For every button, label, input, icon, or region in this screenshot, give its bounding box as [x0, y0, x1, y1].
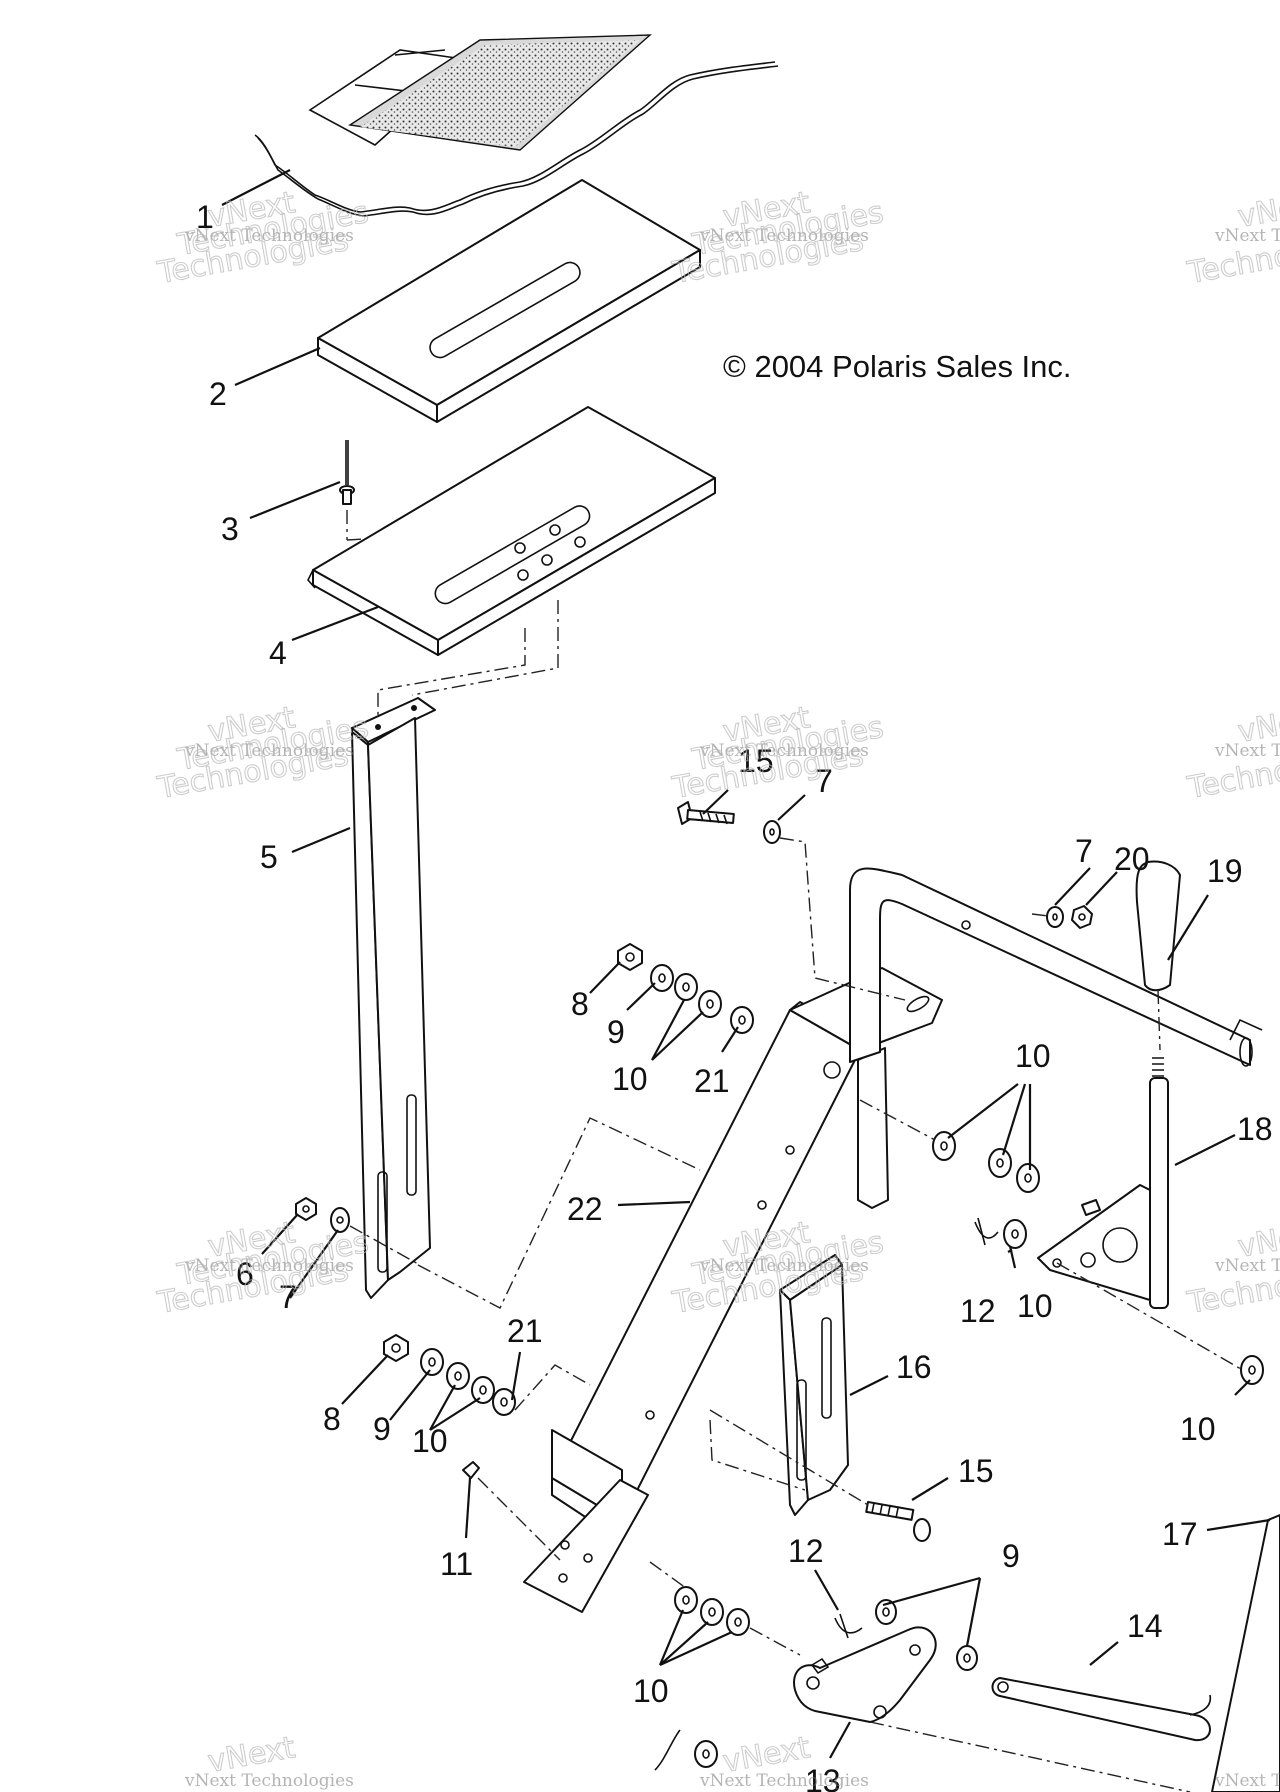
callout-22: 22 [567, 1191, 603, 1227]
watermark: vNext vNext Technologies Technologies [1184, 185, 1280, 292]
hardware-bolt-lower [709, 1409, 931, 1542]
watermark: vNext vNext Technologies [699, 1730, 869, 1791]
callout-17: 17 [1162, 1516, 1198, 1552]
hardware-handle-nuts [1031, 905, 1093, 929]
callout-21-lower: 21 [507, 1313, 543, 1349]
part-seat-cover [254, 34, 779, 217]
svg-text:vNext Technologies: vNext Technologies [184, 226, 354, 246]
watermark: vNext vNext Technologies Technologies Te… [154, 1215, 372, 1322]
callout-7: 7 [279, 1279, 297, 1315]
leader-lines [221, 169, 1271, 1759]
callout-5: 5 [260, 839, 278, 875]
part-seat-base [307, 406, 716, 656]
callout-10-bottom: 10 [633, 1673, 669, 1709]
watermark: vNext vNext Technologies Technologies Te… [154, 700, 372, 807]
callout-10-mid: 10 [1017, 1288, 1053, 1324]
callout-10-far-right: 10 [1180, 1411, 1216, 1447]
svg-text:vNext Technologies: vNext Technologies [1214, 1771, 1280, 1791]
part-long-rod [1211, 1514, 1280, 1792]
callout-13: 13 [805, 1763, 841, 1792]
callout-9-lower-right: 9 [1002, 1538, 1020, 1574]
callout-9-upper: 9 [607, 1014, 625, 1050]
svg-text:vNext Technologies: vNext Technologies [1214, 1256, 1280, 1276]
watermark: vNext vNext Technologies Technologies [1184, 1215, 1280, 1322]
watermark: vNext vNext Technologies [184, 1730, 354, 1791]
svg-text:vNext Technologies: vNext Technologies [699, 741, 869, 761]
callout-10-right: 10 [1015, 1038, 1051, 1074]
callout-7-handle: 7 [1075, 833, 1093, 869]
callout-19: 19 [1207, 853, 1243, 889]
hardware-group-upper [617, 943, 754, 1034]
callout-20: 20 [1114, 841, 1150, 877]
hardware-group-lower-left [383, 1334, 591, 1561]
watermark: vNext vNext Technologies Technologies Te… [669, 185, 887, 292]
callout-21-upper: 21 [694, 1063, 730, 1099]
callout-9-lower: 9 [373, 1411, 391, 1447]
svg-text:vNext Technologies: vNext Technologies [699, 1256, 869, 1276]
svg-text:vNext Technologies: vNext Technologies [1214, 226, 1280, 246]
part-link-rod [991, 1677, 1212, 1742]
part-lever-rod [1037, 1057, 1261, 1381]
callout-14: 14 [1127, 1608, 1163, 1644]
watermark: vNext vNext Technologies Technologies [1184, 700, 1280, 807]
svg-text:vNext Technologies: vNext Technologies [184, 1771, 354, 1791]
svg-text:vNext Technologies: vNext Technologies [184, 741, 354, 761]
callout-7-upper: 7 [815, 763, 833, 799]
callout-16: 16 [896, 1349, 932, 1385]
callout-15-upper: 15 [738, 743, 774, 779]
callout-12-lower: 12 [788, 1533, 824, 1569]
hardware-post-nuts [295, 1197, 421, 1266]
callout-15-lower: 15 [958, 1453, 994, 1489]
hardware-group-right [859, 1099, 1264, 1385]
svg-text:vNext Technologies: vNext Technologies [699, 226, 869, 246]
callout-12-right: 12 [960, 1293, 996, 1329]
copyright-notice: © 2004 Polaris Sales Inc. [723, 349, 1072, 384]
part-slotted-bracket [779, 1254, 849, 1516]
svg-text:vNext Technologies: vNext Technologies [184, 1256, 354, 1276]
callout-3: 3 [221, 511, 239, 547]
callout-labels: 1 2 3 4 5 6 7 15 7 7 20 19 8 9 10 21 10 … [196, 199, 1273, 1792]
svg-text:vNext Technologies: vNext Technologies [699, 1771, 869, 1791]
hardware-group-lower [649, 1561, 801, 1771]
svg-text:vNext Technologies: vNext Technologies [1214, 741, 1280, 761]
part-lower-lever-plate [793, 1599, 1191, 1792]
callout-18: 18 [1237, 1111, 1273, 1147]
callout-6: 6 [236, 1256, 254, 1292]
watermark: vNext vNext Technologies Technologies Te… [154, 185, 372, 292]
watermark: vNext vNext Technologies Technologies Te… [669, 700, 887, 807]
part-seat-post [351, 697, 436, 1299]
callout-10-upper: 10 [612, 1061, 648, 1097]
callout-2: 2 [209, 376, 227, 412]
watermark: vNext Technologies [1214, 1771, 1280, 1791]
callout-11: 11 [440, 1546, 473, 1582]
callout-8-upper: 8 [571, 986, 589, 1022]
part-handle-bar [849, 867, 1263, 1067]
callout-1: 1 [196, 199, 214, 235]
callout-10-lower-left: 10 [412, 1423, 448, 1459]
callout-4: 4 [269, 635, 287, 671]
part-seat-foam [317, 179, 701, 423]
callout-8-lower: 8 [323, 1401, 341, 1437]
hardware-bolt-upper [677, 801, 906, 1001]
